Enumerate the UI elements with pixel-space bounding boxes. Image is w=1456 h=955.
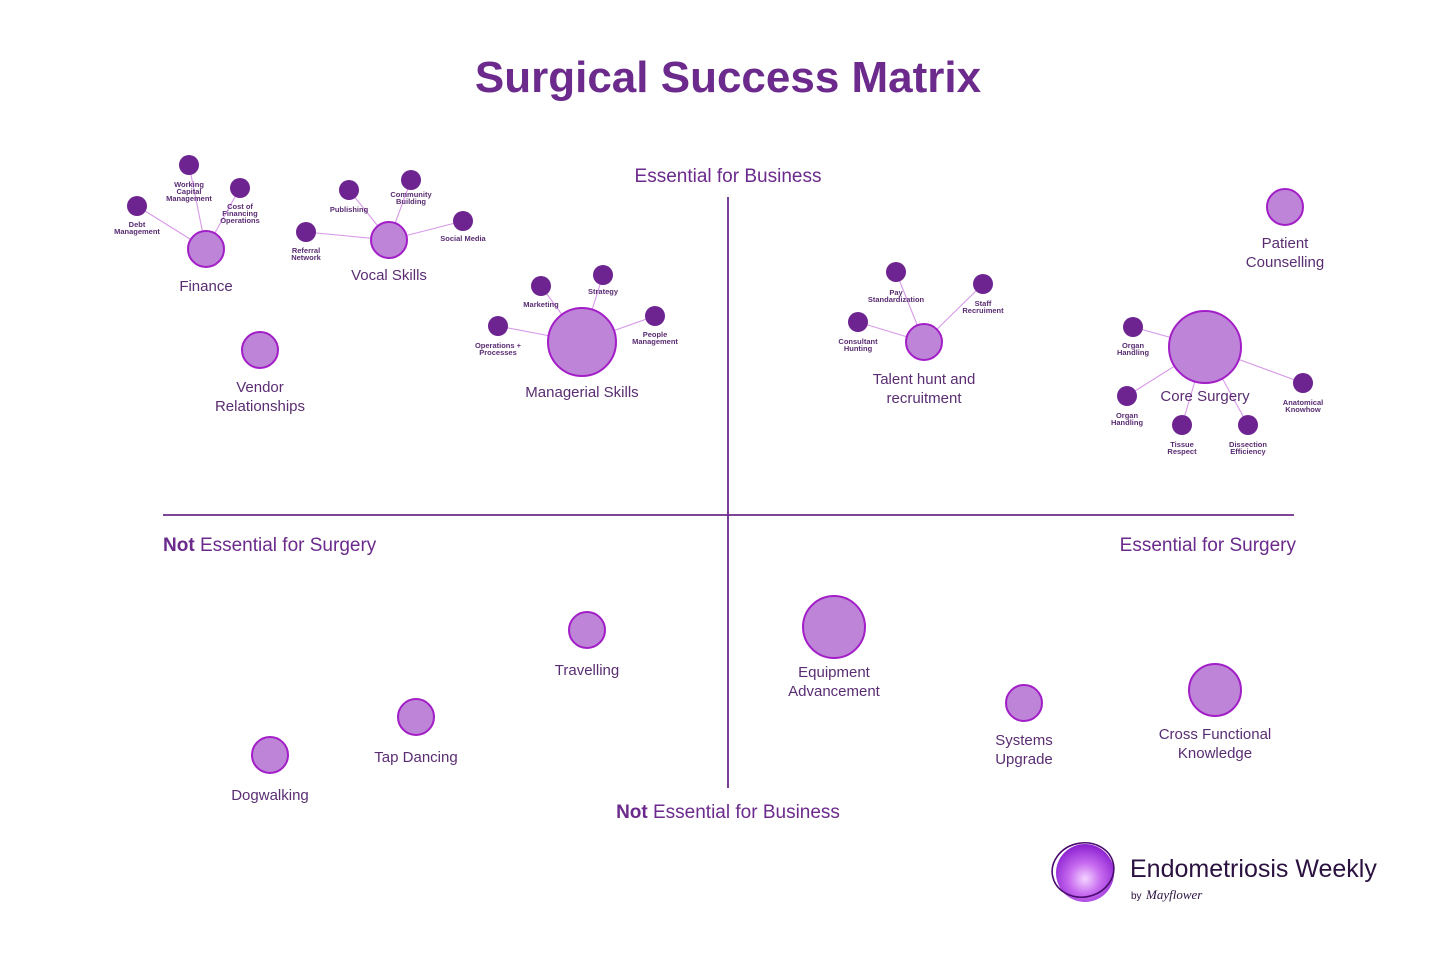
vocal-skills-label: Vocal Skills xyxy=(351,267,427,284)
brand-logo: Endometriosis Weekly by Mayflower xyxy=(1051,842,1377,902)
axis-bottom-not: Not xyxy=(616,802,648,823)
publishing-label: Publishing xyxy=(330,205,369,214)
equipment-advancement-node xyxy=(802,595,866,659)
logo-orb-ring-icon xyxy=(1051,842,1115,898)
tap-dancing-node xyxy=(397,698,435,736)
strategy-node xyxy=(593,265,613,285)
brand-by: by xyxy=(1131,891,1142,902)
axis-label-bottom: Not Essential for Business xyxy=(616,802,840,823)
page-title: Surgical Success Matrix xyxy=(475,53,982,102)
people-management-node xyxy=(645,306,665,326)
dogwalking-label: Dogwalking xyxy=(231,787,309,804)
operations-processes-label: Operations +Processes xyxy=(475,341,522,357)
systems-upgrade-node xyxy=(1005,684,1043,722)
staff-recruitment-node xyxy=(973,274,993,294)
tissue-respect-node xyxy=(1172,415,1192,435)
tap-dancing-label: Tap Dancing xyxy=(374,749,457,766)
talent-hunt-node xyxy=(905,323,943,361)
organ-handling-1-node xyxy=(1123,317,1143,337)
community-building-node xyxy=(401,170,421,190)
travelling-label: Travelling xyxy=(555,662,619,679)
vendor-relationships-node xyxy=(241,331,279,369)
logo-orb-icon xyxy=(1056,844,1114,902)
vocal-skills-node xyxy=(370,221,408,259)
anatomical-knowhow-node xyxy=(1293,373,1313,393)
consultant-hunting-node xyxy=(848,312,868,332)
axis-left-rest: Essential for Surgery xyxy=(200,535,377,556)
strategy-label: Strategy xyxy=(588,287,619,296)
axis-bottom-rest: Essential for Business xyxy=(653,802,840,823)
core-surgery-label: Core Surgery xyxy=(1160,388,1250,405)
axis-left-not: Not xyxy=(163,535,195,556)
pay-standardization-node xyxy=(886,262,906,282)
marketing-label: Marketing xyxy=(523,300,559,309)
dissection-efficiency-node xyxy=(1238,415,1258,435)
travelling-node xyxy=(568,611,606,649)
social-media-node xyxy=(453,211,473,231)
cross-functional-knowledge-node xyxy=(1188,663,1242,717)
axis-label-right: Essential for Surgery xyxy=(1120,535,1297,556)
managerial-skills-label: Managerial Skills xyxy=(525,384,638,401)
core-surgery-node xyxy=(1168,310,1242,384)
brand-name: Endometriosis Weekly xyxy=(1130,855,1377,883)
cost-of-financing-operations-node xyxy=(230,178,250,198)
organ-handling-2-node xyxy=(1117,386,1137,406)
referral-network-node xyxy=(296,222,316,242)
social-media-label: Social Media xyxy=(440,234,486,243)
marketing-node xyxy=(531,276,551,296)
patient-counselling-node xyxy=(1266,188,1304,226)
operations-processes-node xyxy=(488,316,508,336)
brand-signature: Mayflower xyxy=(1145,887,1203,902)
managerial-skills-node xyxy=(547,307,617,377)
axis-label-top: Essential for Business xyxy=(635,166,822,187)
finance-node xyxy=(187,230,225,268)
debt-management-node xyxy=(127,196,147,216)
finance-label: Finance xyxy=(179,278,232,295)
dogwalking-node xyxy=(251,736,289,774)
publishing-node xyxy=(339,180,359,200)
working-capital-management-node xyxy=(179,155,199,175)
axis-label-left: Not Essential for Surgery xyxy=(163,535,377,556)
edges-layer xyxy=(136,164,1304,426)
